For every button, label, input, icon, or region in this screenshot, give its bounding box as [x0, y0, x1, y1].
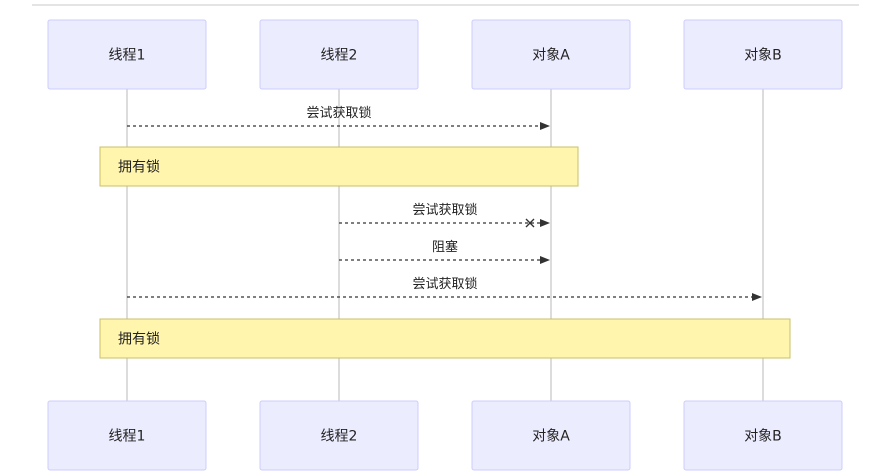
actor-box	[259, 19, 419, 90]
actor-top-t2: 线程2	[259, 19, 419, 90]
actor-label: 线程1	[109, 48, 146, 64]
arrowhead	[540, 219, 550, 227]
message-label: 尝试获取锁	[412, 276, 477, 292]
actor-label: 线程1	[109, 429, 146, 445]
actor-bottom-t2: 线程2	[259, 400, 419, 471]
cross-icon	[525, 218, 535, 228]
actor-box	[683, 400, 843, 471]
note-box	[99, 146, 579, 187]
message-label: 尝试获取锁	[412, 202, 477, 218]
actor-label: 对象A	[532, 429, 570, 445]
actor-top-t1: 线程1	[47, 19, 207, 90]
message-label: 阻塞	[432, 239, 458, 255]
note-5: 拥有锁	[99, 318, 791, 359]
message-3: 阻塞	[339, 239, 550, 264]
actor-bottom-oa: 对象A	[471, 400, 631, 471]
actor-top-oa: 对象A	[471, 19, 631, 90]
note-label: 拥有锁	[118, 332, 160, 348]
note-1: 拥有锁	[99, 146, 579, 187]
actor-label: 线程2	[321, 48, 358, 64]
arrowhead	[752, 293, 762, 301]
message-label: 尝试获取锁	[306, 105, 371, 121]
actor-top-ob: 对象B	[683, 19, 843, 90]
actor-box	[47, 19, 207, 90]
actor-label: 线程2	[321, 429, 358, 445]
arrowhead	[540, 122, 550, 130]
actor-bottom-t1: 线程1	[47, 400, 207, 471]
actor-box	[471, 19, 631, 90]
actor-label: 对象A	[532, 48, 570, 64]
arrowhead	[540, 256, 550, 264]
message-2: 尝试获取锁	[339, 202, 550, 228]
message-4: 尝试获取锁	[127, 276, 762, 301]
actor-label: 对象B	[744, 48, 782, 64]
actor-box	[47, 400, 207, 471]
actor-label: 对象B	[744, 429, 782, 445]
actor-bottom-ob: 对象B	[683, 400, 843, 471]
note-label: 拥有锁	[118, 160, 160, 176]
actor-box	[471, 400, 631, 471]
note-box	[99, 318, 791, 359]
message-0: 尝试获取锁	[127, 105, 550, 130]
actor-box	[683, 19, 843, 90]
actor-box	[259, 400, 419, 471]
